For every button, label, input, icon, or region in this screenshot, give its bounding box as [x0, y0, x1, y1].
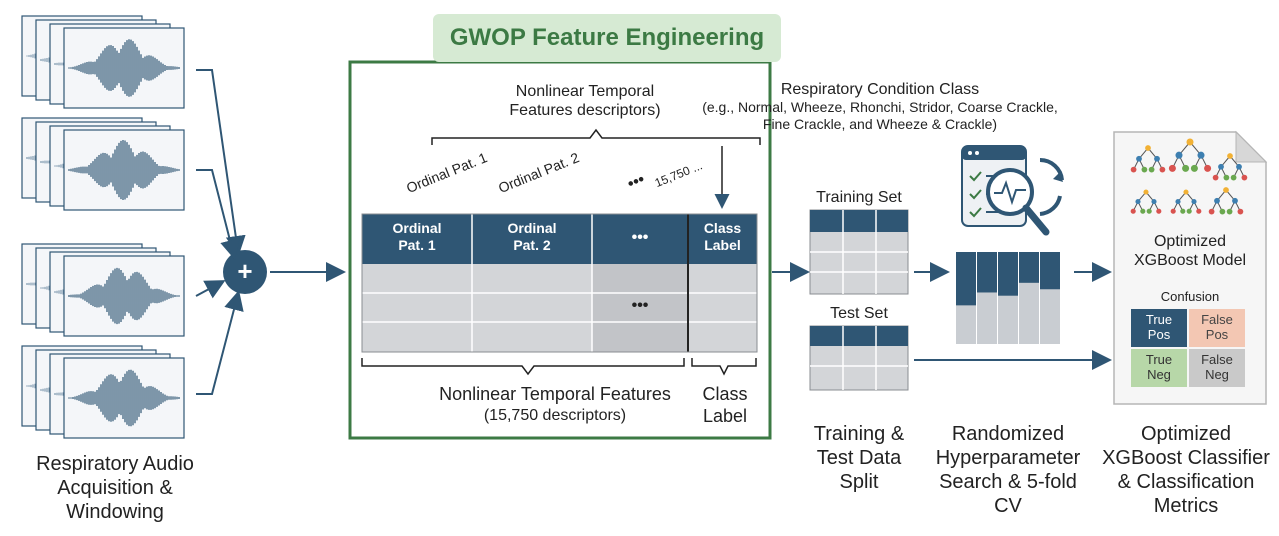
feature-engineering-frame: [348, 60, 772, 440]
tree-icon: [1208, 187, 1244, 215]
feature-table: [361, 213, 758, 353]
header-dots: •••: [631, 229, 649, 246]
arrow-stack3-merge: [195, 280, 226, 299]
xgboost-trees-icon: [1130, 138, 1248, 215]
audio-window-stack: [21, 117, 185, 211]
test-set-label: Test Set: [830, 305, 888, 322]
arrow-stack4-merge: [196, 290, 244, 395]
bottom-brace-features: [361, 358, 685, 376]
tree-icon: [1212, 153, 1248, 181]
section-title: GWOP Feature Engineering: [449, 24, 765, 51]
tree-icon: [1170, 189, 1202, 214]
acquisition-caption: Respiratory Audio Acquisition & Windowin…: [36, 453, 194, 523]
tree-icon: [1130, 145, 1166, 173]
search-caption: Randomized Hyperparameter Search & 5-fol…: [935, 423, 1081, 517]
bottom-brace-class: [691, 358, 757, 376]
arrow-stack2-merge: [196, 169, 240, 260]
bottom-features-label: Nonlinear Temporal Features (15,750 desc…: [439, 384, 671, 424]
confusion-label: Confusion: [1160, 289, 1220, 304]
audio-window-stack: [21, 243, 185, 337]
audio-window-stack: [21, 345, 185, 439]
tree-icon: [1168, 138, 1212, 172]
audio-window-stacks: [21, 15, 185, 439]
cv-heatmap-icon: [956, 252, 1060, 344]
top-brace-label: Nonlinear Temporal Features descriptors): [509, 83, 661, 120]
model-caption: Optimized XGBoost Classifier & Classific…: [1102, 423, 1270, 517]
test-set-table: [809, 325, 909, 391]
table-body-dots: •••: [631, 297, 649, 314]
audio-window-stack: [21, 15, 185, 109]
tree-icon: [1130, 189, 1162, 214]
training-set-table: [809, 209, 909, 295]
hyperparameter-search-icon: [961, 145, 1064, 236]
bottom-class-label: Class Label: [702, 384, 748, 426]
arrow-stack1-merge: [196, 69, 246, 256]
top-brace: [431, 128, 761, 145]
class-note: Respiratory Condition Class (e.g., Norma…: [702, 81, 1058, 132]
training-set-label: Training Set: [816, 189, 902, 206]
merge-node: [223, 250, 267, 294]
model-title: Optimized XGBoost Model: [1133, 233, 1247, 270]
section-title-box: GWOP Feature Engineering: [433, 14, 781, 62]
merge-plus: +: [237, 256, 253, 286]
split-caption: Training & Test Data Split: [813, 423, 905, 493]
